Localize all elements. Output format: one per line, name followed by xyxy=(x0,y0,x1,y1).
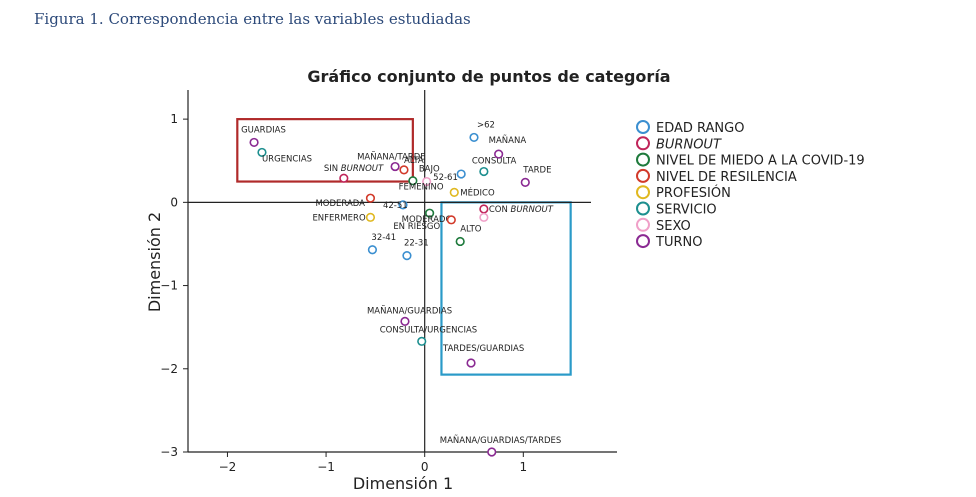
point-4-3 xyxy=(446,215,456,225)
point-label: MÉDICO xyxy=(460,186,495,198)
legend-label: TURNO xyxy=(655,235,702,250)
point-label: URGENCIAS xyxy=(262,154,312,164)
point-label: BAJO xyxy=(419,165,440,175)
point-3-1 xyxy=(408,176,418,186)
point-label: 52-61 xyxy=(433,173,458,183)
figure-caption: Figura 1. Correspondencia entre las vari… xyxy=(34,10,471,28)
point-5-1 xyxy=(449,187,459,197)
point-label: MAÑANA/GUARDIAS xyxy=(367,305,452,316)
point-5-2 xyxy=(365,212,376,222)
point-label: MAÑANA/TARDE xyxy=(357,152,426,163)
y-tick-label: 1 xyxy=(170,112,178,126)
point-8-1 xyxy=(249,137,259,148)
point-1-1 xyxy=(469,132,479,143)
legend-label: EDAD RANGO xyxy=(656,121,744,136)
point-label: CON BURNOUT xyxy=(489,205,554,215)
point-label: TARDES/GUARDIAS xyxy=(442,344,524,354)
legend-marker xyxy=(636,185,650,200)
y-tick-label: −2 xyxy=(160,362,178,376)
y-tick-label: −3 xyxy=(160,445,178,459)
chart-title: Gráfico conjunto de puntos de categoría xyxy=(307,67,670,86)
axes: −2 −1 0 1 1 0 −1 −2 −3 xyxy=(160,90,617,474)
point-label: MAÑANA/GUARDIAS/TARDES xyxy=(440,435,562,446)
point-6-1 xyxy=(257,147,267,158)
legend-label: NIVEL DE RESILENCIA xyxy=(656,170,797,185)
x-tick-label: −2 xyxy=(219,460,237,474)
point-8-6 xyxy=(466,358,476,368)
point-1-3 xyxy=(398,200,408,210)
x-tick-label: 0 xyxy=(421,460,429,474)
point-label: ENFERMERO xyxy=(312,213,366,223)
point-label: FEMENINO xyxy=(399,183,444,193)
highlight-region-1 xyxy=(236,118,414,183)
figure-number: Figura 1. xyxy=(34,10,104,28)
legend-label: BURNOUT xyxy=(656,137,722,152)
x-axis-label: Dimensión 1 xyxy=(353,474,453,493)
legend-marker xyxy=(636,136,650,151)
point-label: CONSULTA xyxy=(472,157,517,167)
point-label: TARDE xyxy=(522,165,551,175)
point-3-3 xyxy=(455,236,465,247)
point-label: CONSULTA/URGENCIAS xyxy=(380,325,477,335)
y-axis-label: Dimensión 2 xyxy=(145,212,164,312)
point-1-4 xyxy=(367,245,378,255)
point-1-2 xyxy=(456,169,466,179)
legend-marker xyxy=(636,168,650,183)
point-6-2 xyxy=(479,166,489,177)
legend-marker xyxy=(636,217,650,232)
point-3-2 xyxy=(425,208,435,218)
y-tick-label: −1 xyxy=(160,279,178,293)
point-4-2 xyxy=(365,193,376,203)
legend-marker xyxy=(636,234,650,249)
point-label: >62 xyxy=(477,120,495,130)
point-label: SIN BURNOUT xyxy=(324,164,384,174)
point-8-3 xyxy=(494,149,504,159)
point-label: 32-41 xyxy=(371,233,396,243)
point-8-2 xyxy=(390,161,400,172)
legend-marker xyxy=(636,120,650,134)
point-6-3 xyxy=(417,336,427,346)
point-2-1 xyxy=(339,173,349,183)
point-8-5 xyxy=(400,316,410,326)
legend-label: SERVICIO xyxy=(656,203,717,218)
y-tick-label: 0 xyxy=(170,195,178,209)
figure-caption-text: Correspondencia entre las variables estu… xyxy=(108,10,471,28)
point-8-4 xyxy=(520,177,530,187)
x-tick-label: 1 xyxy=(519,460,527,474)
point-label: MODERADA xyxy=(315,199,365,209)
point-label: MODERADO xyxy=(402,215,453,225)
data-points: >62 52-61 42-51 32-41 22-31 SIN BURNOUT CON BU… xyxy=(241,120,562,457)
point-label: ALTA xyxy=(404,156,424,166)
point-2-2 xyxy=(479,204,489,214)
legend-label: SEXO xyxy=(656,219,691,234)
point-7-1 xyxy=(422,176,432,187)
point-label: GUARDIAS xyxy=(241,125,286,135)
legend-label: NIVEL DE MIEDO A LA COVID-19 xyxy=(656,154,865,169)
point-label: ALTO xyxy=(460,224,482,234)
legend-marker xyxy=(636,201,650,216)
point-7-2 xyxy=(479,212,489,222)
point-1-5 xyxy=(402,251,412,261)
legend-label: PROFESIÓN xyxy=(656,185,731,201)
point-label: EN RIESGO xyxy=(393,222,440,232)
legend-marker xyxy=(636,152,650,167)
point-label: MAÑANA xyxy=(489,135,527,146)
point-4-1 xyxy=(399,165,409,175)
x-tick-label: −1 xyxy=(317,460,335,474)
point-8-7 xyxy=(487,447,497,457)
point-label: 42-51 xyxy=(383,201,408,211)
point-label: 22-31 xyxy=(404,239,429,249)
